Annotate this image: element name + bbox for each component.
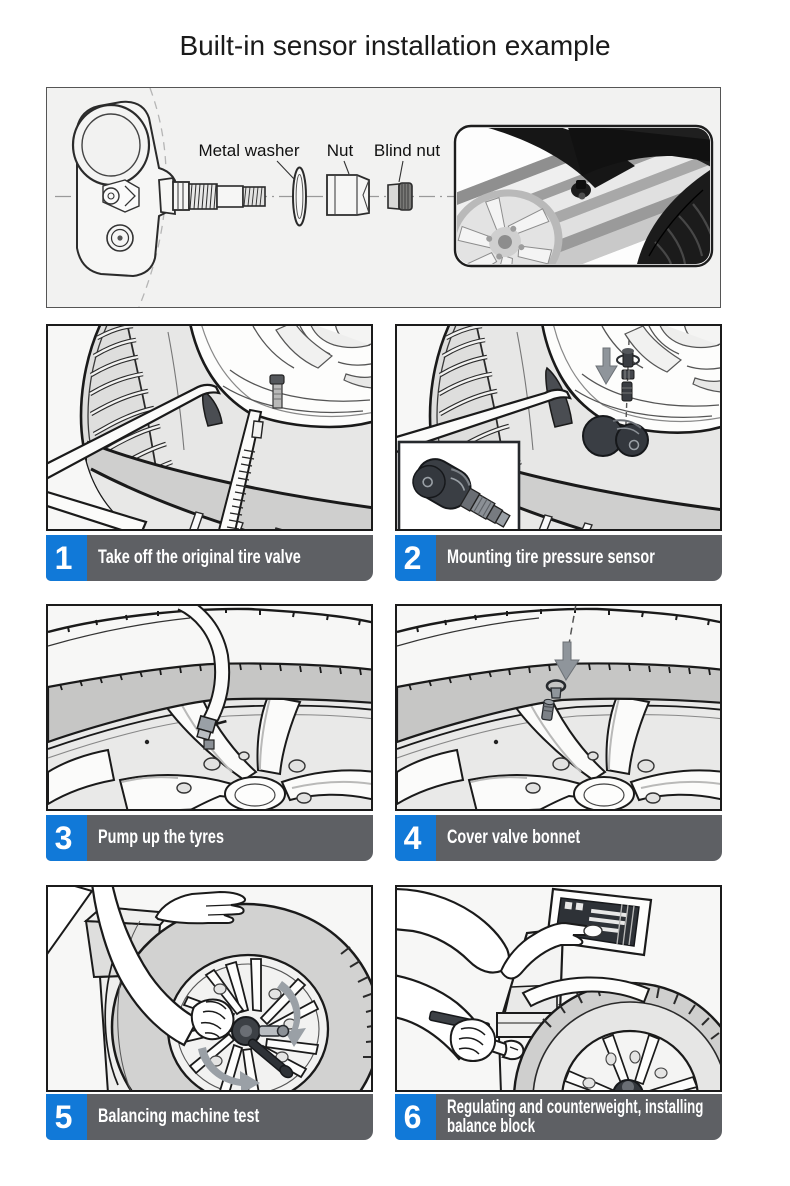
svg-text:Blind nut: Blind nut (374, 141, 440, 160)
svg-text:Metal washer: Metal washer (198, 141, 299, 160)
svg-text:Nut: Nut (327, 141, 354, 160)
